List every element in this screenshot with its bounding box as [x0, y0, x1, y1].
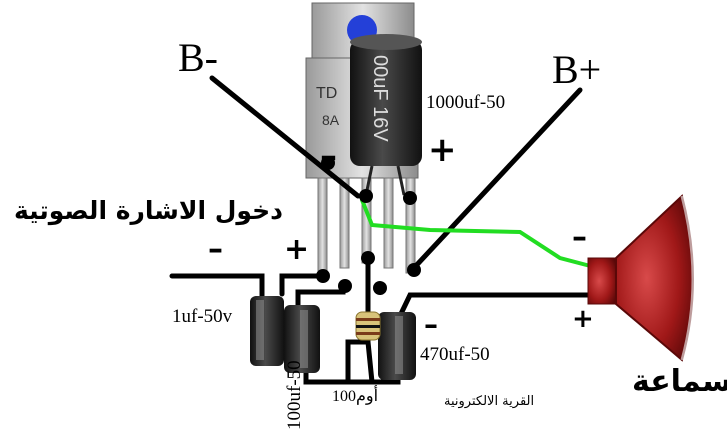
label-speaker: سماعة — [632, 364, 727, 399]
junction-dots — [316, 156, 421, 295]
label-b-plus: B+ — [552, 47, 602, 92]
speaker-cone — [615, 194, 694, 362]
mark-speaker-plus: + — [572, 304, 594, 334]
mark-ic-minus: – — [320, 136, 337, 176]
junction-dot — [407, 263, 421, 277]
mark-ic-plus: + — [428, 130, 457, 170]
ic-pin-4 — [383, 177, 394, 269]
capacitor-100uf — [284, 305, 320, 373]
mark-input-minus: – — [208, 232, 223, 267]
capacitor-470uf — [378, 312, 416, 380]
junction-dot — [321, 156, 335, 170]
capacitor-1000uf-print: 00uF 16V — [369, 55, 391, 142]
capacitor-1uf — [250, 296, 284, 366]
label-footer: القرية الالكترونية — [444, 394, 535, 409]
label-cap-100uf: 100uf-50 — [284, 360, 305, 430]
ic-pin-1 — [317, 177, 328, 274]
mark-input-plus: + — [284, 232, 310, 267]
wire-b-minus — [209, 75, 361, 199]
wire-input-ground — [169, 273, 265, 299]
label-b-minus: B- — [178, 35, 218, 80]
junction-dot — [338, 279, 352, 293]
wire-resistor-lead — [365, 339, 375, 385]
speaker-cone-rim — [680, 195, 695, 361]
wire-ground-rail — [345, 259, 371, 385]
junction-dot — [403, 191, 417, 205]
junction-dot — [359, 189, 373, 203]
wire-b-plus — [409, 87, 583, 273]
resistor-100-ohm — [355, 311, 381, 341]
label-audio-input: دخول الاشارة الصوتية — [14, 196, 283, 225]
junction-dot — [316, 269, 330, 283]
wire-feedback-cap — [295, 282, 346, 308]
junction-dot — [373, 281, 387, 295]
label-cap-1uf: 1uf-50v — [172, 306, 233, 327]
ic-pin-2 — [339, 177, 350, 269]
label-cap-1000uf: 1000uf-50 — [426, 92, 506, 113]
ic-marking: TD — [316, 85, 337, 102]
label-resistor: 100أوم — [332, 388, 379, 405]
ic-marking-2: 8A — [322, 112, 340, 128]
wire-input-signal — [279, 273, 325, 297]
mark-speaker-minus: – — [572, 220, 587, 255]
junction-dot — [361, 251, 375, 265]
capacitor-1000uf: 00uF 16V — [350, 34, 422, 196]
wire-output-plus — [395, 292, 593, 323]
mark-470-minus: – — [424, 308, 438, 341]
speaker — [587, 194, 695, 362]
speaker-magnet — [587, 257, 617, 305]
wire-speaker-minus — [360, 198, 600, 270]
label-cap-470uf: 470uf-50 — [420, 344, 490, 365]
